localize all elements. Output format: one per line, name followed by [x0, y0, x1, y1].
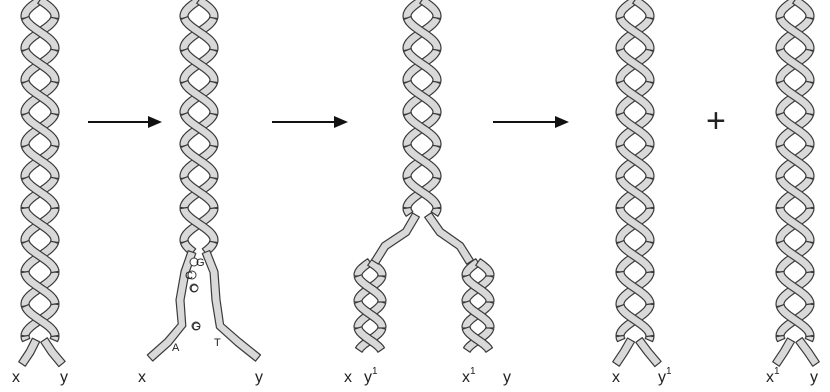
stage1-label-y: y [60, 369, 68, 386]
stage5-label-x1: x1 [766, 366, 780, 386]
arrow-3 [493, 116, 569, 128]
helix-stage3 [403, 0, 441, 216]
tail-stage1-right [41, 338, 65, 367]
stage3-label-y1: y1 [364, 366, 378, 386]
stage2-strand-right [202, 251, 260, 362]
base-c-2: C [190, 283, 198, 295]
helix-stage5-front-strand-segment [776, 335, 785, 341]
base-g-top: G [196, 257, 205, 269]
base-t: T [214, 337, 221, 349]
helix-stage4-front-strand-segment [616, 335, 625, 341]
helix-stage3-right-daughter-front-strand-segment [476, 259, 494, 276]
stage2-label-y: y [255, 369, 263, 386]
stage3-label-x1: x1 [462, 366, 476, 386]
stage4-label-y1: y1 [658, 366, 672, 386]
tail-stage4-right [636, 338, 661, 367]
helix-stage3-left-daughter [354, 259, 386, 353]
helix-stage5 [776, 0, 814, 342]
plus-sign: + [706, 102, 726, 140]
tail-stage1-left [19, 338, 40, 366]
stage3-label-y: y [503, 369, 511, 386]
stage3-label-x: x [344, 369, 352, 386]
helix-stage1-front-strand-segment [38, 0, 59, 19]
tail-stage5-right [796, 338, 820, 367]
helices [19, 0, 820, 367]
helix-stage1 [21, 0, 59, 342]
base-g-mid: G [192, 321, 201, 333]
helix-stage3-right-daughter [462, 259, 494, 353]
stage5-label-y: y [810, 369, 818, 386]
strand-labels: x y x y x y1 x1 y x y1 x1 y [12, 366, 818, 386]
helix-stage4 [616, 0, 654, 342]
helix-stage5-front-strand-segment [793, 0, 814, 19]
stage3-fork-right [425, 213, 474, 264]
base-c-1: C [185, 270, 193, 282]
helix-stage1-front-strand-segment [21, 335, 30, 341]
helix-stage2 [180, 0, 218, 255]
stage4-label-x: x [612, 369, 620, 386]
stage1-label-x: x [12, 369, 20, 386]
helix-stage4-front-strand-segment [633, 0, 654, 19]
stage3-fork-left [372, 213, 420, 264]
tail-stage4-left [613, 338, 635, 366]
arrow-1 [88, 116, 162, 128]
helix-stage3-front-strand-segment [420, 0, 441, 19]
process-arrows [88, 116, 569, 128]
base-a: A [172, 342, 180, 354]
tail-stage5-left [773, 338, 795, 366]
helix-stage2-front-strand-segment [197, 0, 218, 19]
arrow-2 [272, 116, 348, 128]
stage2-label-x: x [138, 369, 146, 386]
